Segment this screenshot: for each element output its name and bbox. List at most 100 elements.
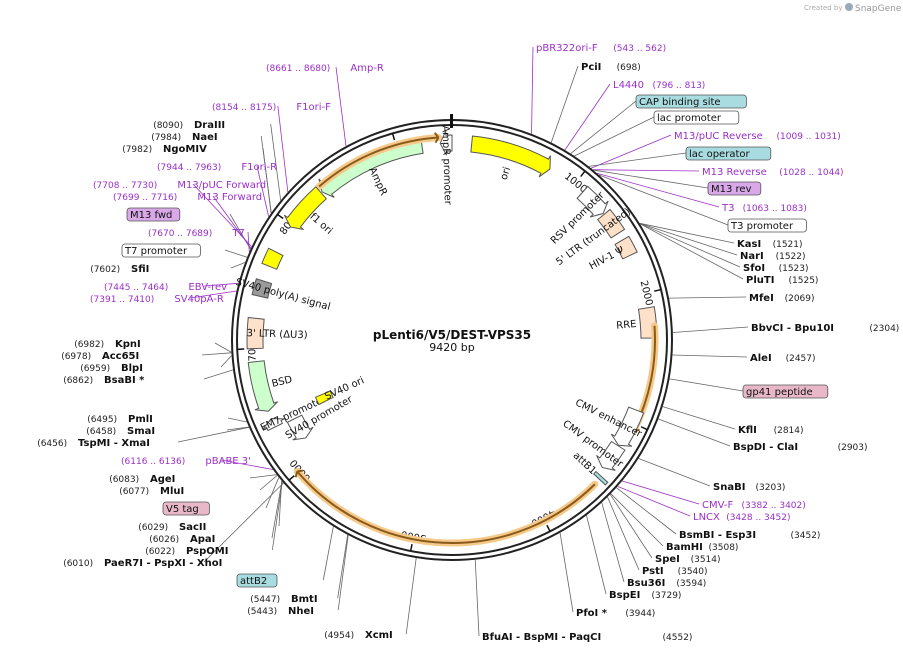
annotation-t3-promoter[interactable]: T3 promoter — [727, 218, 807, 233]
annotation-coord: (1522) — [776, 252, 806, 262]
annotation-naei[interactable]: (7984)NaeI — [151, 132, 217, 143]
annotation-cap-binding-site[interactable]: CAP binding site — [635, 94, 747, 109]
annotation-bsabi[interactable]: (6862)BsaBI * — [63, 375, 145, 386]
annotation-pmli[interactable]: (6495)PmlI — [87, 414, 153, 425]
annotation-agei[interactable]: (6083)AgeI — [109, 474, 175, 485]
annotation-sfoi[interactable]: SfoI(1523) — [743, 263, 809, 274]
annotation-l4440[interactable]: L4440(796 .. 813) — [613, 80, 705, 91]
feature-segment-20[interactable] — [261, 247, 284, 270]
feature-ori[interactable] — [470, 135, 551, 178]
annotation-ngomiv[interactable]: (7982)NgoMIV — [122, 144, 207, 155]
annotation-f1ori-f[interactable]: (8154 .. 8175)F1ori-F — [212, 102, 331, 113]
feature-em7-promoter[interactable] — [262, 418, 285, 432]
annotation-attb2[interactable]: attB2 — [236, 573, 278, 588]
annotation-sfii[interactable]: (7602)SfiI — [90, 264, 149, 275]
annotation-name: MfeI — [749, 293, 774, 304]
feature-f1-ori[interactable] — [283, 186, 328, 230]
feature-cmv-promoter[interactable] — [596, 440, 626, 471]
annotation-name: BlpI — [121, 363, 143, 374]
annotation-acc65i[interactable]: (6978)Acc65I — [61, 351, 139, 362]
annotation-pbr322ori-f[interactable]: pBR322ori-F(543 .. 562) — [536, 43, 666, 54]
annotation-bsmbi-esp3i[interactable]: BsmBI - Esp3I(3452) — [679, 530, 820, 541]
annotation-pbabe-3[interactable]: (6116 .. 6136)pBABE 3' — [121, 456, 251, 467]
feature-attb1[interactable] — [593, 470, 609, 486]
annotation-coord: (6116 .. 6136) — [121, 457, 185, 467]
annotation-coord: (5443) — [247, 607, 277, 617]
annotation-m13-rev[interactable]: M13 rev — [707, 181, 762, 196]
annotation-bspdi-clai[interactable]: BspDI - ClaI(2903) — [733, 442, 868, 453]
annotation-t7[interactable]: (7670 .. 7689)T7 — [148, 228, 245, 239]
annotation-m13-reverse[interactable]: M13 Reverse(1028 .. 1044) — [702, 167, 844, 178]
feature-cmv-enhancer[interactable] — [610, 406, 645, 447]
annotation-gp41-peptide[interactable]: gp41 peptide — [742, 384, 829, 399]
tick-mark — [580, 170, 586, 178]
annotation-lac-promoter[interactable]: lac promoter — [653, 110, 740, 125]
annotation-pspomi[interactable]: (6022)PspOMI — [145, 546, 228, 557]
annotation-snabi[interactable]: SnaBI(3203) — [713, 482, 785, 493]
annotation-m13-forward[interactable]: (7699 .. 7716)M13 Forward — [113, 192, 262, 203]
annotation-apai[interactable]: (6026)ApaI — [149, 534, 215, 545]
label-badge — [121, 243, 201, 258]
annotation-m13-puc-forward[interactable]: (7708 .. 7730)M13/pUC Forward — [93, 180, 266, 191]
annotation-mfei[interactable]: MfeI(2069) — [749, 293, 815, 304]
annotation-coord: (6456) — [37, 439, 67, 449]
feature-label: 3' LTR (ΔU3) — [246, 328, 307, 341]
annotation-coord: (7670 .. 7689) — [148, 229, 212, 239]
feature-5-ltr-truncated[interactable] — [597, 208, 626, 239]
annotation-kpni[interactable]: (6982)KpnI — [74, 339, 141, 350]
annotation-m13-fwd[interactable]: M13 fwd — [126, 207, 181, 222]
feature-bsd[interactable] — [247, 360, 278, 412]
annotation-smai[interactable]: (6458)SmaI — [86, 426, 155, 437]
annotation-bsu36i[interactable]: Bsu36I(3594) — [627, 578, 706, 589]
annotation-pfoi[interactable]: PfoI *(3944) — [576, 608, 655, 619]
annotation-bbvci-bpu10i[interactable]: BbvCI - Bpu10I(2304) — [751, 323, 899, 334]
annotation-xcmi[interactable]: (4954)XcmI — [324, 630, 393, 641]
annotation-bmti[interactable]: (5447)BmtI — [250, 594, 317, 605]
annotation-lac-operator[interactable]: lac operator — [685, 146, 772, 161]
annotation-coord: (6458) — [86, 427, 116, 437]
annotation-tspmi-xmai[interactable]: (6456)TspMI - XmaI — [37, 438, 150, 449]
annotation-name: attB2 — [240, 576, 267, 587]
leader-line — [203, 482, 284, 563]
annotation-sv40pa-r[interactable]: (7391 .. 7410)SV40pA-R — [90, 294, 224, 305]
feature-ampr-promoter[interactable] — [439, 130, 453, 156]
annotation-kfli[interactable]: KflI(2814) — [738, 425, 804, 436]
annotation-draiii[interactable]: (8090)DraIII — [153, 120, 225, 131]
feature-sv40-poly-a-signal[interactable] — [251, 278, 273, 299]
annotation-cmv-f[interactable]: CMV-F(3382 .. 3402) — [702, 500, 806, 511]
annotation-alei[interactable]: AleI(2457) — [750, 353, 816, 364]
annotation-bspei[interactable]: BspEI(3729) — [609, 590, 681, 601]
annotation-pluti[interactable]: PluTI(1525) — [746, 275, 818, 286]
annotation-v5-tag[interactable]: V5 tag — [162, 501, 210, 516]
leader-line — [662, 406, 736, 430]
annotation-nari[interactable]: NarI(1522) — [740, 251, 806, 262]
annotation-nhei[interactable]: (5443)NheI — [247, 606, 314, 617]
feature-rsv-promoter[interactable] — [576, 185, 609, 218]
annotation-coord: (6022) — [145, 547, 175, 557]
leader-line — [177, 426, 250, 443]
annotation-kasi[interactable]: KasI(1521) — [737, 239, 803, 250]
annotation-lncx[interactable]: LNCX(3428 .. 3452) — [693, 512, 790, 523]
feature-sv40-ori[interactable] — [314, 390, 334, 406]
annotation-bfuai-bspmi-paqci[interactable]: BfuAI - BspMI - PaqCI(4552) — [482, 632, 692, 643]
annotation-amp-r[interactable]: (8661 .. 8680)Amp-R — [266, 63, 384, 74]
annotation-m13-puc-reverse[interactable]: M13/pUC Reverse(1009 .. 1031) — [674, 131, 841, 142]
feature-3-ltr-u3[interactable] — [246, 316, 265, 350]
annotation-ebv-rev[interactable]: (7445 .. 7464)EBV-rev — [104, 282, 227, 293]
annotation-mlui[interactable]: (6077)MluI — [119, 486, 184, 497]
annotation-t7-promoter[interactable]: T7 promoter — [121, 243, 201, 258]
feature-sv40-promoter[interactable] — [286, 414, 314, 441]
annotation-bamhi[interactable]: BamHI(3508) — [666, 542, 738, 553]
annotation-f1ori-r[interactable]: (7944 .. 7963)F1ori-R — [157, 162, 277, 173]
annotation-coord: (8090) — [153, 121, 183, 131]
feature-hiv-1[interactable] — [614, 235, 638, 260]
annotation-paer7i-pspxi-xhoi[interactable]: (6010)PaeR7I - PspXI - XhoI — [63, 558, 222, 569]
annotation-blpi[interactable]: (6959)BlpI — [80, 363, 143, 374]
annotation-psti[interactable]: PstI(3540) — [642, 566, 708, 577]
annotation-name: CAP binding site — [639, 97, 721, 108]
annotation-spei[interactable]: SpeI(3514) — [655, 554, 721, 565]
annotation-pcii[interactable]: PciI(698) — [581, 62, 641, 73]
annotation-t3[interactable]: T3(1063 .. 1083) — [721, 203, 807, 214]
annotation-sacii[interactable]: (6029)SacII — [138, 522, 206, 533]
label-leader-lines — [177, 46, 749, 637]
